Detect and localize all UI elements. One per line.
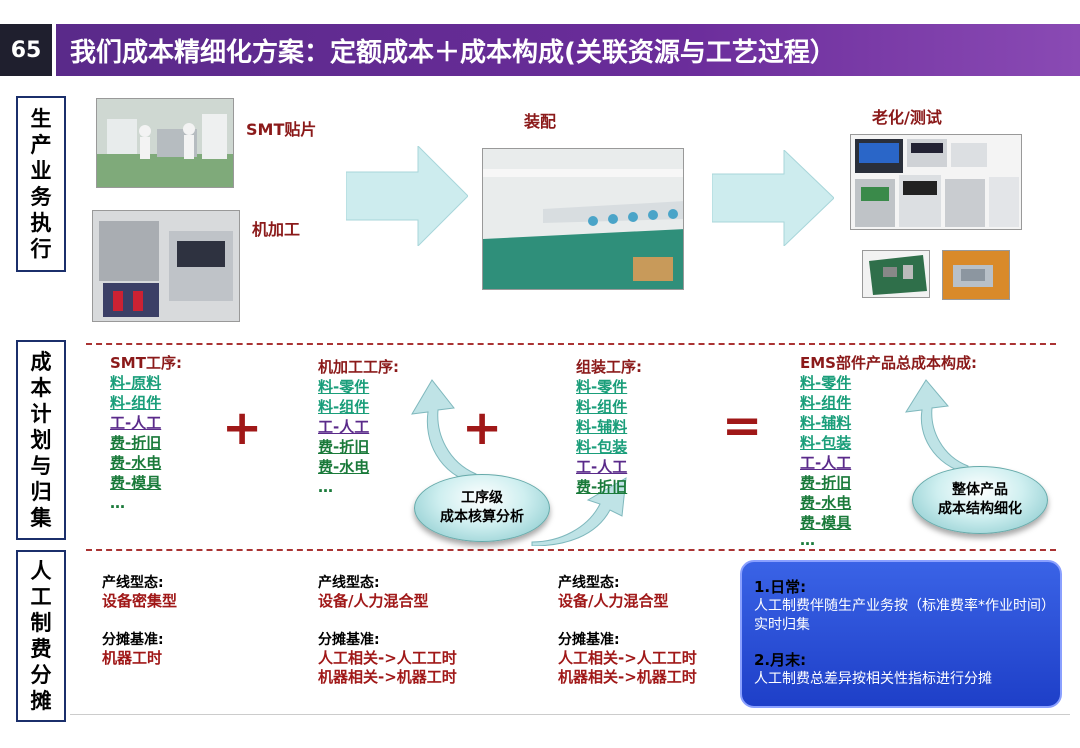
allocation-basis-label: 分摊基准:: [318, 629, 457, 649]
cost-item: …: [318, 477, 399, 497]
cost-item: 费-折旧: [318, 437, 399, 457]
machining-photo: [92, 210, 240, 322]
side-char: 工: [31, 584, 52, 610]
divider: [86, 549, 1056, 551]
side-char: 人: [31, 558, 52, 584]
line-type-value: 设备密集型: [102, 592, 177, 611]
monthly-title: 2.月末:: [754, 651, 1048, 670]
cost-item: 费-折旧: [576, 477, 642, 497]
labor-summary-box: 1.日常: 人工制费伴随生产业务按（标准费率*作业时间）实时归集 2.月末: 人…: [740, 560, 1062, 708]
allocation-basis-value: 人工相关->人工工时: [318, 649, 457, 668]
assembly-label: 装配: [524, 108, 556, 132]
circuit-board-photo: [862, 250, 930, 298]
page-title: 我们成本精细化方案：定额成本＋成本构成(关联资源与工艺过程）: [56, 24, 1080, 76]
cost-item: 料-辅料: [576, 417, 642, 437]
line-type-value: 设备/人力混合型: [558, 592, 697, 611]
process-cost-badge: 工序级 成本核算分析: [414, 474, 550, 542]
cost-item: 工-人工: [110, 413, 182, 433]
side-char: 执: [31, 210, 52, 236]
allocation-basis-label: 分摊基准:: [558, 629, 697, 649]
daily-title: 1.日常:: [754, 578, 1048, 597]
badge-line: 工序级: [461, 489, 503, 508]
cost-item: 料-原料: [110, 373, 182, 393]
labor-col-mixed-2: 产线型态: 设备/人力混合型 分摊基准: 人工相关->人工工时 机器相关->机器…: [558, 572, 697, 687]
assembly-cost-title: 组装工序:: [576, 356, 642, 377]
allocation-basis-label: 分摊基准:: [102, 629, 177, 649]
side-char: 行: [31, 236, 52, 262]
monthly-text: 人工制费总差异按相关性指标进行分摊: [754, 670, 1048, 689]
cost-item: 料-零件: [318, 377, 399, 397]
side-char: 本: [31, 375, 52, 401]
side-char: 集: [31, 505, 52, 531]
side-char: 成: [31, 349, 52, 375]
allocation-basis-value: 机器相关->机器工时: [558, 668, 697, 687]
side-char: 业: [31, 158, 52, 184]
cost-item: …: [800, 533, 977, 547]
cost-item: 费-水电: [318, 457, 399, 477]
assembly-photo: [482, 148, 684, 290]
machining-label: 机加工: [252, 216, 300, 240]
cost-item: 料-组件: [110, 393, 182, 413]
test-label: 老化/测试: [872, 104, 942, 128]
allocation-basis-value: 机器相关->机器工时: [318, 668, 457, 687]
flow-arrow-icon: [346, 146, 468, 246]
cost-item: …: [110, 493, 182, 513]
plus-sign: +: [222, 400, 262, 456]
side-char: 归: [31, 479, 52, 505]
smt-photo: [96, 98, 234, 188]
badge-line: 成本结构细化: [938, 500, 1022, 519]
curved-arrow-icon: [892, 378, 972, 478]
side-char: 生: [31, 106, 52, 132]
side-label-labor: 人 工 制 费 分 摊: [16, 550, 66, 722]
allocation-basis-value: 人工相关->人工工时: [558, 649, 697, 668]
machining-cost-list: 机加工工序: 料-零件 料-组件 工-人工 费-折旧 费-水电 …: [318, 356, 399, 497]
side-char: 计: [31, 401, 52, 427]
side-char: 划: [31, 427, 52, 453]
cost-item: 工-人工: [576, 457, 642, 477]
flow-arrow-icon: [712, 150, 834, 246]
side-char: 产: [31, 132, 52, 158]
cost-item: 料-包装: [576, 437, 642, 457]
smt-label: SMT贴片: [246, 116, 316, 140]
line-type-value: 设备/人力混合型: [318, 592, 457, 611]
divider: [86, 343, 1056, 345]
divider: [70, 714, 1070, 715]
daily-text: 人工制费伴随生产业务按（标准费率*作业时间）实时归集: [754, 597, 1048, 635]
cost-item: 料-组件: [576, 397, 642, 417]
line-type-label: 产线型态:: [318, 572, 457, 592]
side-char: 分: [31, 662, 52, 688]
line-type-label: 产线型态:: [102, 572, 177, 592]
smt-cost-title: SMT工序:: [110, 352, 182, 373]
side-char: 费: [31, 636, 52, 662]
side-label-planning: 成 本 计 划 与 归 集: [16, 340, 66, 540]
ems-cost-title: EMS部件产品总成本构成:: [800, 352, 977, 373]
side-char: 务: [31, 184, 52, 210]
machining-cost-title: 机加工工序:: [318, 356, 399, 377]
page-number: 65: [0, 24, 52, 76]
side-char: 摊: [31, 688, 52, 714]
product-cost-badge: 整体产品 成本结构细化: [912, 466, 1048, 534]
badge-line: 成本核算分析: [440, 508, 524, 527]
labor-col-equipment: 产线型态: 设备密集型 分摊基准: 机器工时: [102, 572, 177, 668]
smt-cost-list: SMT工序: 料-原料 料-组件 工-人工 费-折旧 费-水电 费-模具 …: [110, 352, 182, 513]
allocation-basis-value: 机器工时: [102, 649, 177, 668]
line-type-label: 产线型态:: [558, 572, 697, 592]
cost-item: 料-零件: [576, 377, 642, 397]
assembly-cost-list: 组装工序: 料-零件 料-组件 料-辅料 料-包装 工-人工 费-折旧: [576, 356, 642, 497]
cost-item: 费-水电: [110, 453, 182, 473]
component-photo: [942, 250, 1010, 300]
cost-item: 工-人工: [318, 417, 399, 437]
badge-line: 整体产品: [952, 481, 1008, 500]
side-label-production: 生 产 业 务 执 行: [16, 96, 66, 272]
test-equipment-photo: [850, 134, 1022, 230]
cost-item: 料-组件: [318, 397, 399, 417]
cost-item: 费-折旧: [110, 433, 182, 453]
plus-sign: +: [462, 400, 502, 456]
equals-sign: =: [722, 398, 762, 454]
labor-col-mixed-1: 产线型态: 设备/人力混合型 分摊基准: 人工相关->人工工时 机器相关->机器…: [318, 572, 457, 687]
side-char: 制: [31, 610, 52, 636]
cost-item: 费-模具: [110, 473, 182, 493]
side-char: 与: [31, 453, 52, 479]
